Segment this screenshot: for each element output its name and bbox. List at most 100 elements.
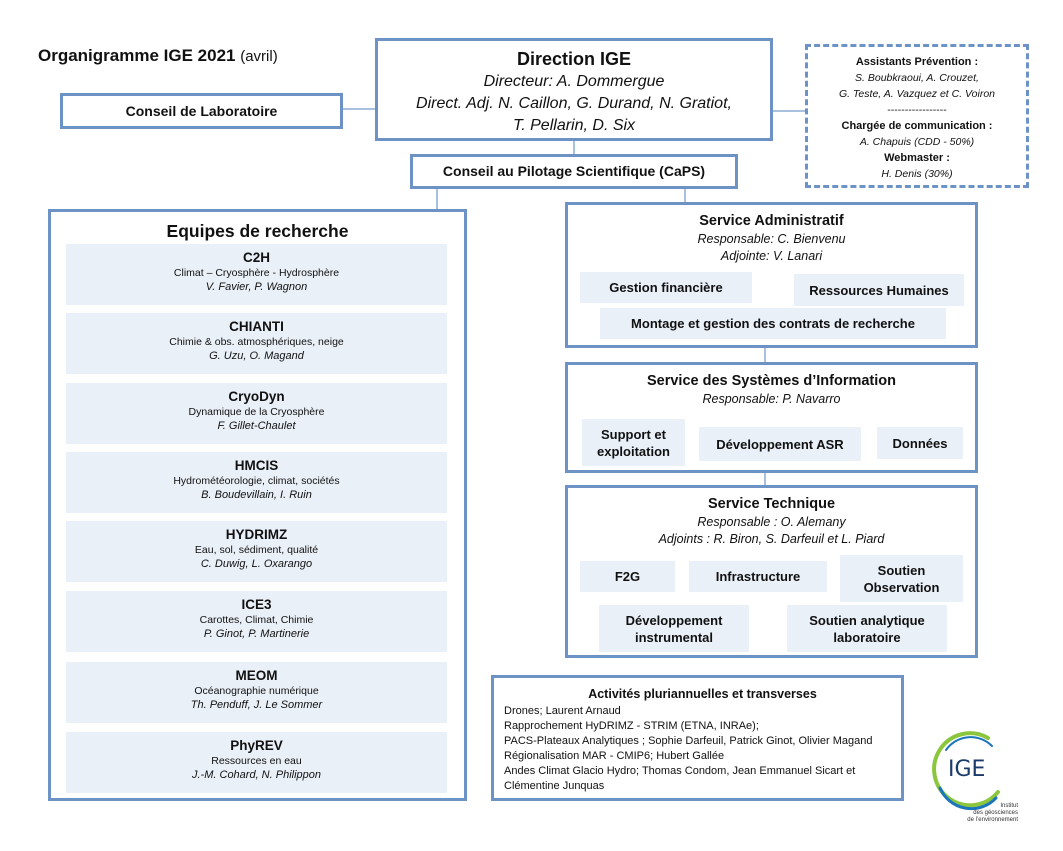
connector-conseil-direction	[342, 108, 376, 110]
team-members: C. Duwig, L. Oxarango	[200, 558, 313, 570]
service-si-title: Service des Systèmes d’Information	[646, 373, 896, 389]
service-administratif-resp: Responsable: C. Bienvenu	[697, 232, 846, 246]
tile-label: Soutien	[877, 562, 926, 578]
tile-label: Développement	[625, 612, 723, 628]
logo-caption: Institut des géosciences de l’environnem…	[958, 803, 1018, 824]
assistants-line: G. Teste, A. Vazquez et C. Voiron	[838, 88, 996, 100]
service-technique-title: Service Technique	[707, 496, 836, 512]
activite-line: PACS-Plateaux Analytiques ; Sophie Darfe…	[504, 735, 873, 747]
tile-label: exploitation	[597, 443, 670, 459]
assistants-separator: -----------------	[887, 104, 947, 116]
connector-caps-admin	[684, 188, 686, 203]
tile-label: Montage et gestion des contrats de reche…	[631, 316, 915, 331]
service-technique-adj: Adjoints : R. Biron, S. Darfeuil et L. P…	[658, 532, 885, 546]
team-desc: Carottes, Climat, Chimie	[199, 614, 314, 626]
tile-gestion-financiere: Gestion financière	[580, 272, 752, 303]
activites-heading: Activités pluriannuelles et transverses	[588, 687, 817, 701]
tile-f2g: F2G	[580, 561, 675, 592]
connector-ssi-tech	[764, 472, 766, 486]
team-name: CHIANTI	[229, 319, 284, 334]
tile-label: Développement ASR	[716, 436, 844, 452]
assistants-box: Assistants Prévention : S. Boubkraoui, A…	[805, 44, 1029, 188]
team-desc: Hydrométéorologie, climat, sociétés	[173, 475, 340, 487]
team-name: MEOM	[235, 668, 278, 683]
service-si-resp: Responsable: P. Navarro	[702, 392, 841, 406]
team-members: J.-M. Cohard, N. Philippon	[192, 769, 321, 781]
tile-label: Ressources Humaines	[809, 282, 949, 298]
logo-caption-line: de l’environnement	[967, 817, 1018, 823]
tile-label: Données	[892, 435, 948, 451]
logo-text: IGE	[948, 757, 986, 782]
connector-admin-ssi	[764, 347, 766, 363]
team-tile-cryodyn: CryoDyn Dynamique de la Cryosphère F. Gi…	[66, 383, 447, 444]
activite-line: Clémentine Junquas	[504, 780, 605, 792]
tile-donnees: Données	[877, 427, 963, 459]
tile-label: F2G	[614, 569, 641, 584]
team-desc: Eau, sol, sédiment, qualité	[194, 544, 319, 556]
tile-infrastructure: Infrastructure	[689, 561, 827, 592]
connector-direction-assistants	[772, 110, 806, 112]
team-members: V. Favier, P. Wagnon	[205, 281, 308, 293]
conseil-laboratoire-box: Conseil de Laboratoire	[60, 93, 343, 129]
activite-line: Andes Climat Glacio Hydro; Thomas Condom…	[504, 765, 856, 777]
activites-box: Activités pluriannuelles et transverses …	[491, 675, 904, 801]
activite-line: Drones; Laurent Arnaud	[504, 705, 621, 717]
team-tile-phyrev: PhyREV Ressources en eau J.-M. Cohard, N…	[66, 732, 447, 793]
logo-caption-line: Institut	[1000, 803, 1018, 809]
conseil-laboratoire-label: Conseil de Laboratoire	[125, 103, 278, 119]
tile-developpement-instrumental: Développement instrumental	[599, 605, 749, 652]
webmaster-heading: Webmaster :	[884, 152, 950, 164]
team-name: HMCIS	[234, 458, 279, 473]
direction-box: Direction IGE Directeur: A. Dommergue Di…	[375, 38, 773, 141]
team-tile-hydrimz: HYDRIMZ Eau, sol, sédiment, qualité C. D…	[66, 521, 447, 582]
logo-caption-line: des géosciences	[973, 810, 1018, 816]
webmaster-line: H. Denis (30%)	[881, 168, 953, 180]
tile-ressources-humaines: Ressources Humaines	[794, 274, 964, 306]
team-name: ICE3	[241, 597, 272, 612]
tile-label: Infrastructure	[715, 569, 801, 584]
service-administratif-title: Service Administratif	[699, 213, 844, 229]
team-desc: Océanographie numérique	[194, 685, 319, 697]
team-members: Th. Penduff, J. Le Sommer	[190, 699, 323, 711]
equipes-heading: Equipes de recherche	[166, 221, 349, 241]
service-administratif-adj: Adjointe: V. Lanari	[720, 249, 823, 263]
team-name: C2H	[242, 250, 270, 265]
direction-heading: Direction IGE	[516, 49, 632, 69]
tile-montage-contrats: Montage et gestion des contrats de reche…	[600, 308, 946, 339]
direction-line: T. Pellarin, D. Six	[512, 117, 636, 134]
team-members: B. Boudevillain, I. Ruin	[201, 489, 312, 501]
team-tile-meom: MEOM Océanographie numérique Th. Penduff…	[66, 662, 447, 723]
team-name: HYDRIMZ	[225, 527, 288, 542]
communication-heading: Chargée de communication :	[841, 120, 993, 132]
service-technique-resp: Responsable : O. Alemany	[697, 515, 846, 529]
team-members: F. Gillet-Chaulet	[217, 420, 296, 432]
page-title: Organigramme IGE 2021 (avril)	[38, 46, 278, 66]
tile-developpement-asr: Développement ASR	[699, 427, 861, 461]
communication-line: A. Chapuis (CDD - 50%)	[859, 136, 975, 148]
connector-caps-equipes	[436, 188, 438, 210]
team-desc: Climat – Cryosphère - Hydrosphère	[173, 267, 340, 279]
tile-label: instrumental	[634, 629, 713, 645]
title-main: Organigramme IGE 2021	[38, 46, 236, 65]
tile-label: laboratoire	[833, 629, 901, 645]
team-members: G. Uzu, O. Magand	[209, 350, 304, 362]
tile-label: Support et	[601, 426, 666, 442]
activite-line: Rapprochement HyDRIMZ - STRIM (ETNA, INR…	[504, 720, 759, 732]
caps-box: Conseil au Pilotage Scientifique (CaPS)	[410, 154, 738, 189]
assistants-heading: Assistants Prévention :	[855, 56, 979, 68]
team-desc: Chimie & obs. atmosphériques, neige	[169, 336, 344, 348]
tile-support-exploitation: Support et exploitation	[582, 419, 685, 466]
tile-soutien-analytique: Soutien analytique laboratoire	[787, 605, 947, 652]
ige-logo: IGE	[926, 728, 1016, 818]
team-name: CryoDyn	[228, 389, 285, 404]
tile-label: Gestion financière	[609, 280, 723, 295]
title-sub: (avril)	[240, 48, 278, 65]
caps-label: Conseil au Pilotage Scientifique (CaPS)	[442, 163, 706, 179]
team-tile-c2h: C2H Climat – Cryosphère - Hydrosphère V.…	[66, 244, 447, 305]
tile-label: Observation	[863, 579, 940, 595]
direction-line: Direct. Adj. N. Caillon, G. Durand, N. G…	[416, 95, 732, 112]
activite-line: Régionalisation MAR - CMIP6; Hubert Gall…	[504, 750, 725, 762]
connector-direction-caps	[573, 139, 575, 155]
team-members: P. Ginot, P. Martinerie	[203, 628, 310, 640]
direction-line: Directeur: A. Dommergue	[483, 73, 665, 90]
